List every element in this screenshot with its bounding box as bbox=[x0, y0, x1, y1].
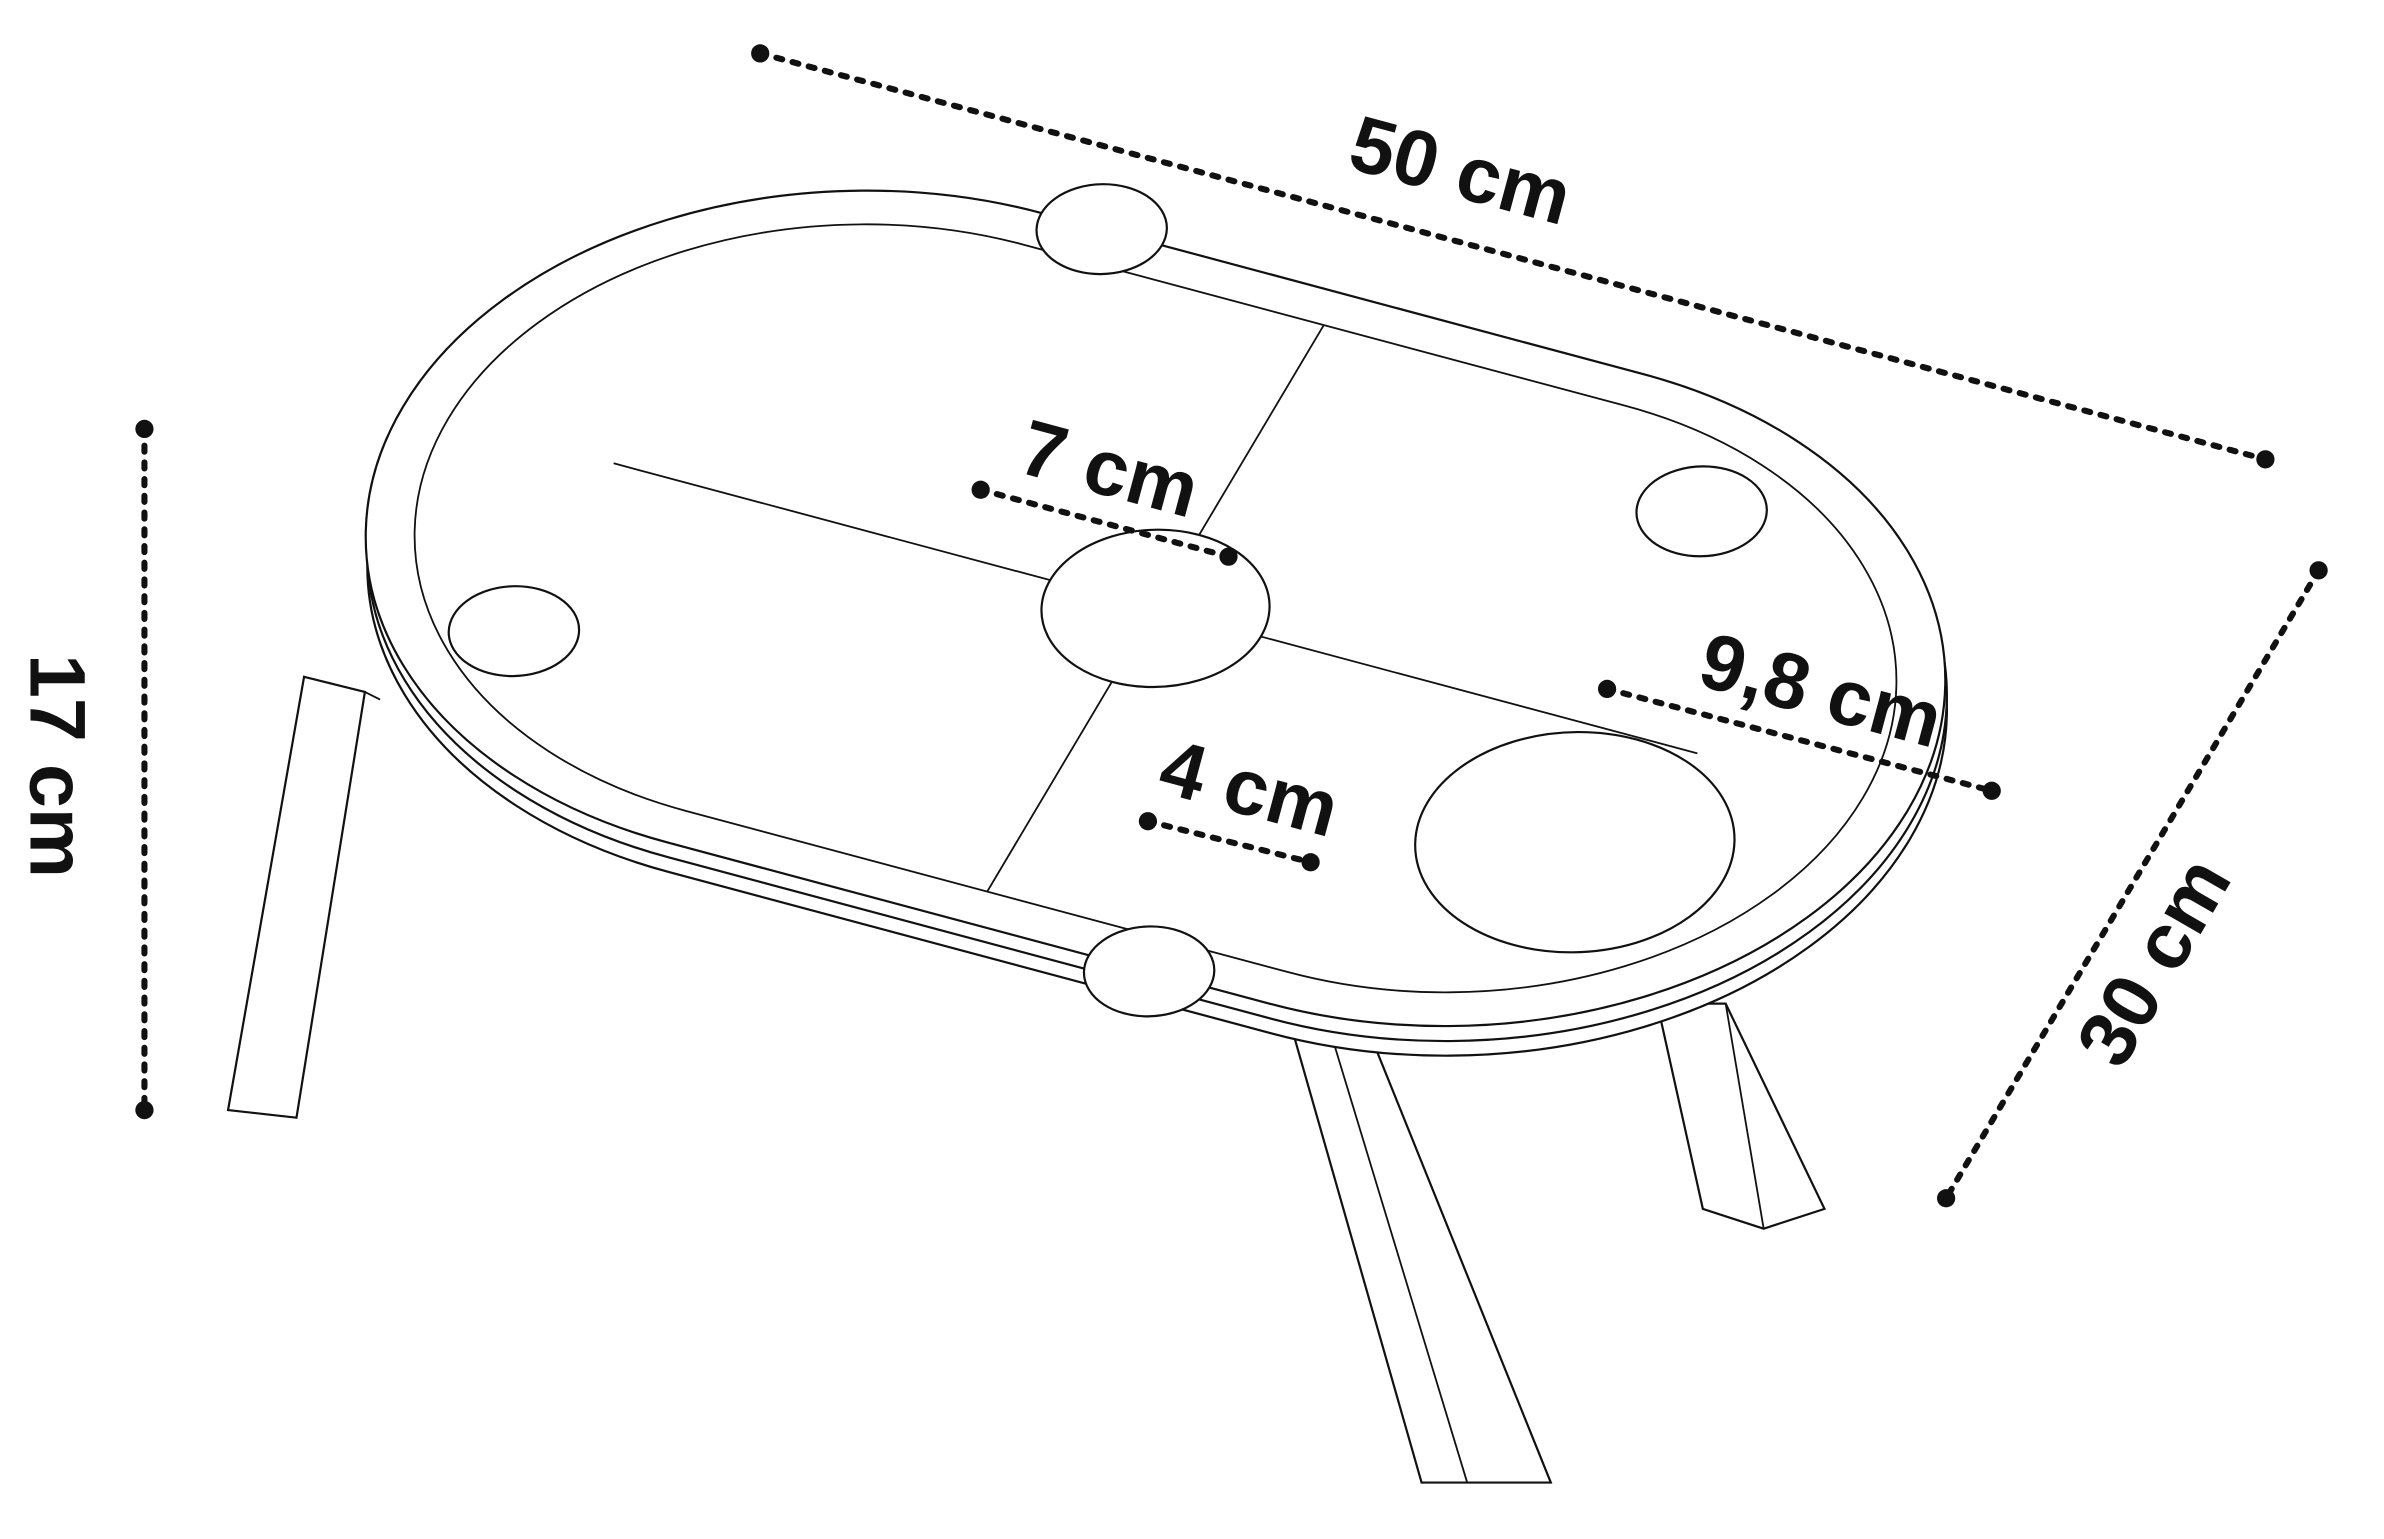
table-legs bbox=[228, 677, 1824, 1483]
bottle-hole bbox=[1366, 700, 1783, 985]
center-hole bbox=[1007, 507, 1305, 710]
glass-slot-front bbox=[1064, 913, 1234, 1029]
height-label: 17 cm bbox=[13, 654, 102, 878]
tabletop bbox=[191, 50, 2137, 1171]
glass-slot-left bbox=[429, 573, 599, 689]
glass-slot-back-right bbox=[1616, 453, 1786, 569]
glass-slot-back-left bbox=[1017, 171, 1187, 287]
dimension-lines bbox=[135, 44, 2328, 1208]
